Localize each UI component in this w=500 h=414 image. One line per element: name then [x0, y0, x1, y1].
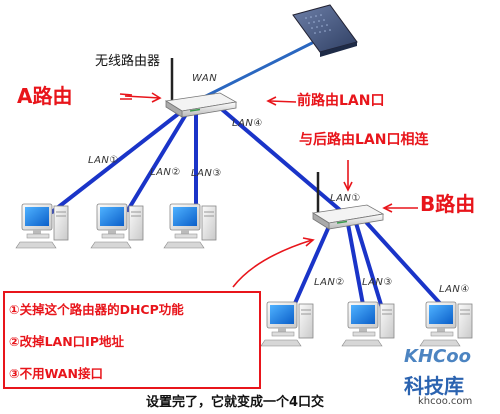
note-2: ②改掉LAN口IP地址 [9, 334, 124, 349]
pc-a1-icon [15, 203, 69, 249]
pc-b1-icon [260, 301, 314, 347]
link-b-pc3 [354, 221, 384, 310]
router-a-icon [165, 58, 237, 118]
wireless-router-label: 无线路由器 [95, 54, 161, 69]
annotation-arrows [119, 92, 418, 288]
router-b-label: B路由 [420, 192, 476, 216]
link-b-pc1 [290, 222, 332, 312]
pc-a2-icon [90, 203, 144, 249]
pc-b3-icon [419, 301, 473, 347]
connect-rear-lan-label: 与后路由LAN口相连 [299, 132, 429, 148]
watermark-cn: 科技库 [404, 374, 464, 398]
watermark-url: khcoo.com [418, 396, 473, 407]
link-b-pc4 [364, 220, 448, 312]
footer-text: 设置完了，它就变成一个4口交 [146, 395, 325, 410]
lan3-b-label: LAN③ [362, 277, 393, 288]
front-router-lan-label: 前路由LAN口 [297, 93, 385, 109]
modem-icon [292, 4, 358, 57]
note-3: ③不用WAN接口 [9, 366, 103, 381]
lan2-b-label: LAN② [314, 277, 345, 288]
uplink-a-to-b [216, 104, 342, 212]
pc-b2-icon [341, 301, 395, 347]
wan-link [194, 41, 314, 103]
watermark-logo: KHCoo [404, 346, 471, 367]
note-1: ①关掉这个路由器的DHCP功能 [9, 302, 184, 317]
wan-port-label: WAN [192, 73, 218, 84]
lan4-b-label: LAN④ [439, 284, 470, 295]
link-a-pc2 [126, 109, 190, 212]
link-b-pc2 [346, 222, 366, 312]
pc-a3-icon [163, 203, 217, 249]
router-a-label: A路由 [17, 84, 73, 108]
lan2-a-label: LAN② [150, 167, 181, 178]
lan3-a-label: LAN③ [191, 168, 222, 179]
router-b-icon [312, 172, 384, 230]
notes-box: ①关掉这个路由器的DHCP功能 ②改掉LAN口IP地址 ③不用WAN接口 [3, 291, 261, 389]
lan4-uplink-label: LAN④ [232, 118, 263, 129]
link-a-pc1 [50, 109, 184, 214]
lan1-a-label: LAN① [88, 155, 119, 166]
lan1-b-label: LAN① [330, 193, 361, 204]
